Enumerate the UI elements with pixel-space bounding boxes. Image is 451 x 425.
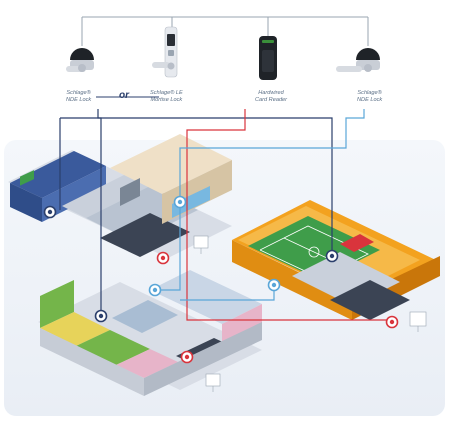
- card-reader-icon: [259, 36, 277, 80]
- blue-connection-line: [179, 109, 365, 200]
- device-label-nde-lock-right: Schlage® NDE Lock: [357, 90, 383, 103]
- device-label-le-mortise-lock: Schlage® LE Mortise Lock: [150, 90, 183, 103]
- classroom-building-lower-left: [38, 270, 262, 396]
- blue-marker-icon: [148, 283, 162, 297]
- blue-marker-icon: [267, 278, 281, 292]
- device-label-nde-lock-left: Schlage® NDE Lock: [66, 90, 92, 103]
- device-label-card-reader: Hardwired Card Reader: [255, 90, 288, 103]
- mortise-lock-icon: [152, 26, 178, 78]
- red-connection-line-2: [186, 258, 392, 321]
- navy-marker-icon: [43, 205, 57, 219]
- gym-building-right: [232, 200, 440, 320]
- blue-connection-line-2: [155, 200, 181, 291]
- navy-marker-icon: [94, 309, 108, 323]
- red-marker-icon: [156, 251, 170, 265]
- lever-lock-icon: [336, 48, 380, 72]
- navy-marker-icon: [325, 249, 339, 263]
- blue-marker-icon: [173, 195, 187, 209]
- or-separator: or: [119, 90, 129, 101]
- top-bus-line: [81, 16, 369, 46]
- room-sign-cards: [193, 235, 427, 392]
- lever-lock-icon: [66, 48, 94, 72]
- classroom-building-upper-left: [8, 134, 232, 258]
- red-marker-icon: [180, 350, 194, 364]
- red-marker-icon: [385, 315, 399, 329]
- red-connection-line: [186, 109, 246, 258]
- navy-top-run: [60, 117, 333, 255]
